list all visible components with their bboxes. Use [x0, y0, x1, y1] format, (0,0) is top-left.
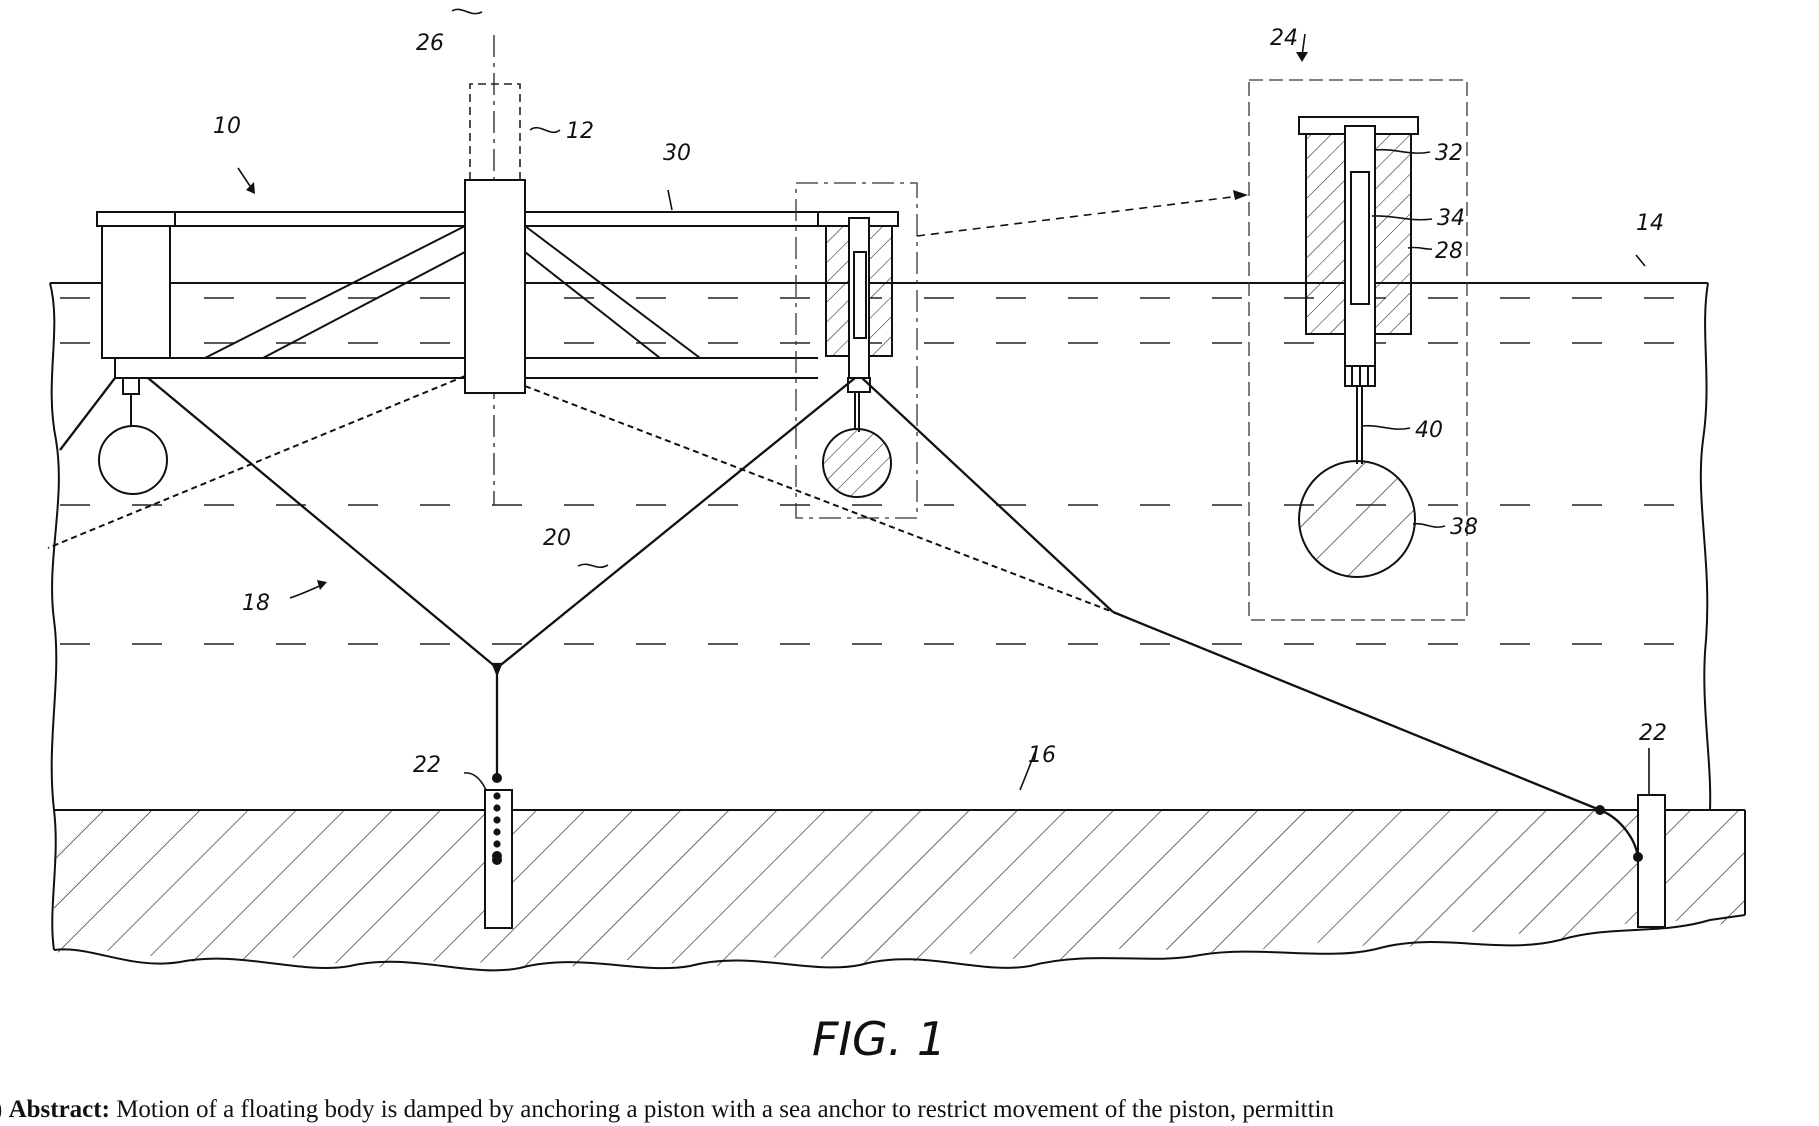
label-34: 34 — [1437, 206, 1465, 231]
label-40: 40 — [1415, 418, 1443, 443]
label-12: 12 — [566, 119, 594, 144]
sea-body — [50, 283, 1710, 810]
label-18: 18 — [242, 591, 270, 616]
label-22-left: 22 — [413, 753, 441, 778]
leader-arrowheads — [246, 52, 1308, 590]
dashed-mooring-lines — [48, 376, 1113, 612]
leader-lines — [238, 9, 1649, 795]
label-32: 32 — [1435, 141, 1463, 166]
label-24: 24 — [1270, 26, 1298, 51]
abstract-heading: Abstract: — [9, 1096, 110, 1123]
label-10: 10 — [213, 114, 241, 139]
damper-small — [826, 218, 892, 432]
tower-12 — [470, 84, 520, 180]
sea-anchors — [99, 378, 891, 497]
label-28: 28 — [1435, 239, 1463, 264]
figure-caption: FIG. 1 — [812, 1012, 946, 1066]
floating-platform — [97, 180, 898, 393]
label-22-right: 22 — [1639, 721, 1667, 746]
label-20: 20 — [543, 526, 571, 551]
label-14: 14 — [1636, 211, 1664, 236]
label-16: 16 — [1028, 743, 1056, 768]
label-38: 38 — [1450, 515, 1478, 540]
label-26: 26 — [416, 31, 444, 56]
abstract-prefix: ) — [0, 1096, 9, 1123]
damper-detail — [1299, 117, 1418, 577]
reference-labels: 26 12 10 30 24 32 34 28 14 40 38 20 18 1… — [213, 26, 1667, 778]
abstract-body: Motion of a floating body is damped by a… — [110, 1096, 1334, 1123]
seabed — [52, 810, 1745, 970]
label-30: 30 — [663, 141, 691, 166]
abstract-text: ) Abstract: Motion of a floating body is… — [0, 1096, 1819, 1126]
inset-pointer — [917, 195, 1248, 236]
